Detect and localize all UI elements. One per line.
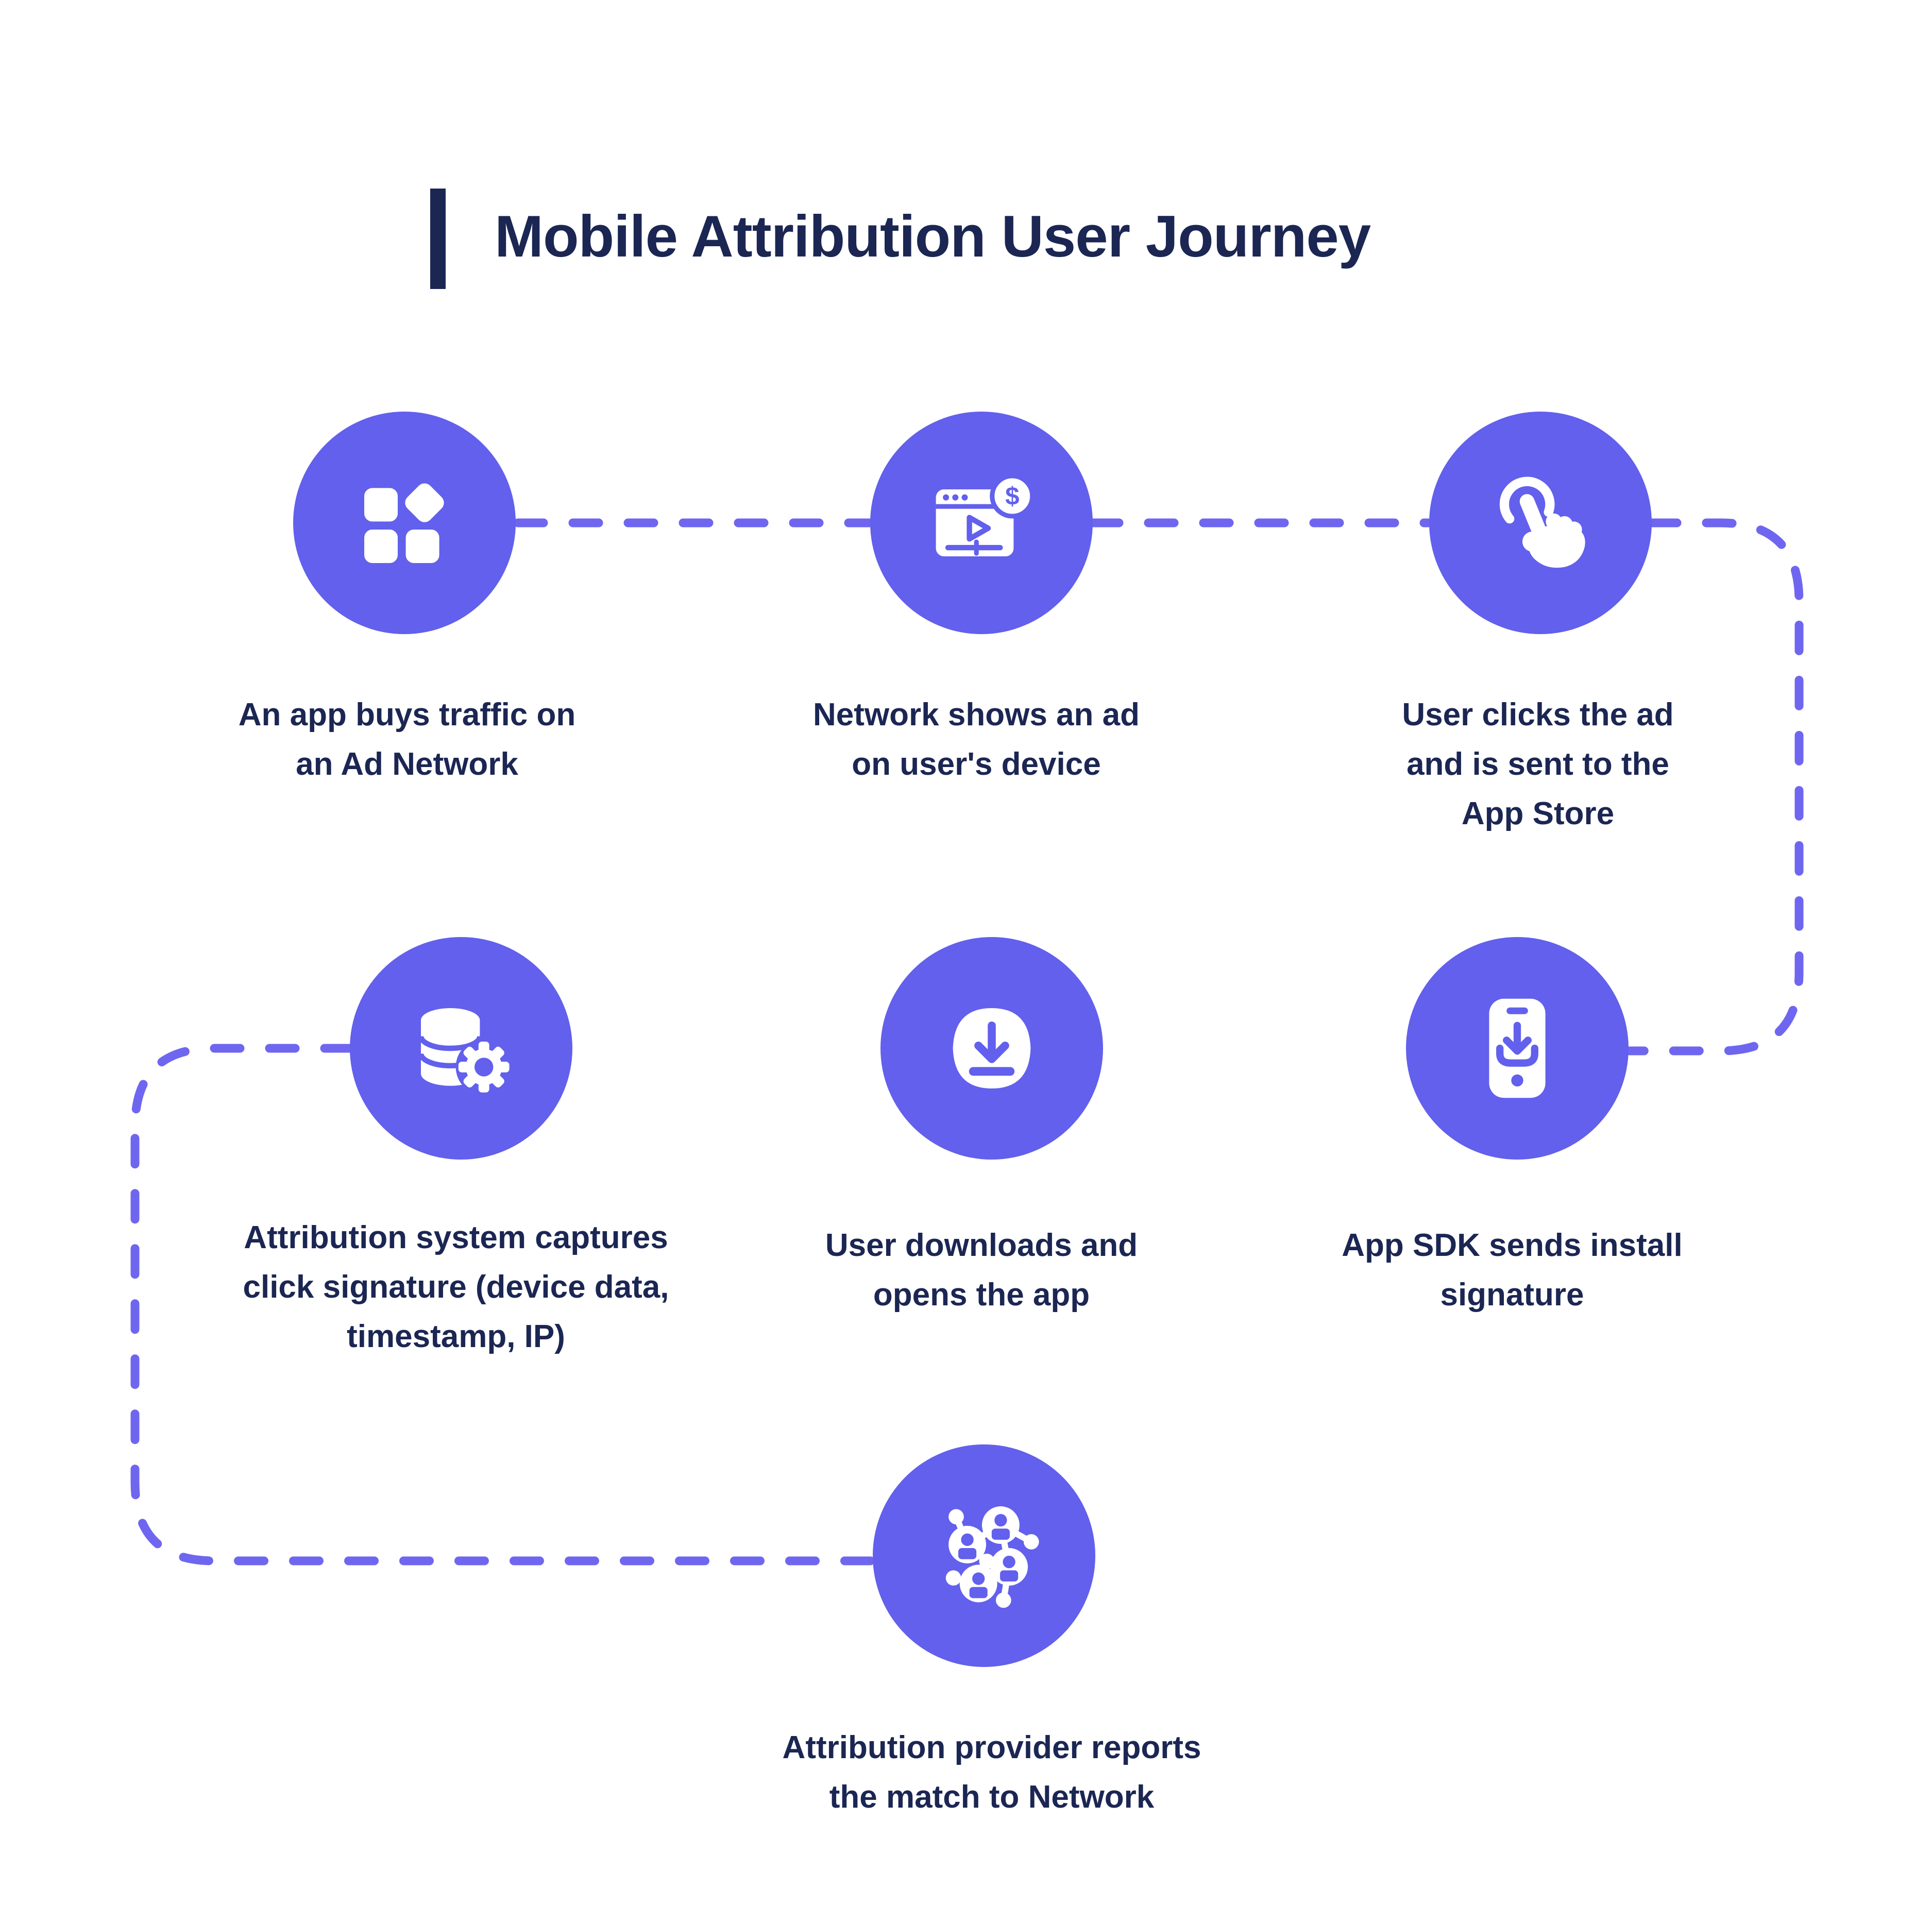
network-icon: [945, 1506, 1039, 1608]
step-label-2: Network shows an ad on user's device: [813, 697, 1140, 782]
step-label-5: User downloads and opens the app: [825, 1228, 1138, 1313]
app-grid-icon: [364, 483, 444, 563]
user-bubbles: [948, 1506, 1028, 1603]
ad-video-icon: $: [936, 473, 1035, 556]
step-circle-4: [350, 937, 572, 1160]
database-gear-icon: [418, 1008, 512, 1095]
step-circle-6: [1406, 937, 1629, 1160]
download-icon: [953, 1008, 1031, 1088]
tap-icon: [1499, 476, 1585, 568]
step-circle-2: $: [870, 412, 1093, 634]
title-row: Mobile Attribution User Journey: [430, 185, 1371, 289]
step-circle-1: [293, 412, 516, 634]
step-circle-3: [1429, 412, 1652, 634]
step-circle-7: [873, 1444, 1095, 1667]
step-circle-5: [880, 937, 1103, 1160]
page-title: Mobile Attribution User Journey: [495, 204, 1371, 269]
connector-step3-step6: [1625, 518, 1804, 1056]
step-label-3: User clicks the ad and is sent to the Ap…: [1402, 697, 1674, 831]
step-label-4: Attribution system captures click signat…: [243, 1220, 669, 1354]
svg-text:$: $: [1005, 482, 1019, 510]
step-label-7: Attribution provider reports the match t…: [782, 1730, 1201, 1815]
title-accent-bar: [430, 189, 446, 289]
connector-step4-step7: [130, 1044, 876, 1565]
phone-install-icon: [1489, 998, 1546, 1098]
step-label-1: An app buys traffic on an Ad Network: [238, 697, 576, 782]
step-label-6: App SDK sends install signature: [1342, 1228, 1683, 1313]
